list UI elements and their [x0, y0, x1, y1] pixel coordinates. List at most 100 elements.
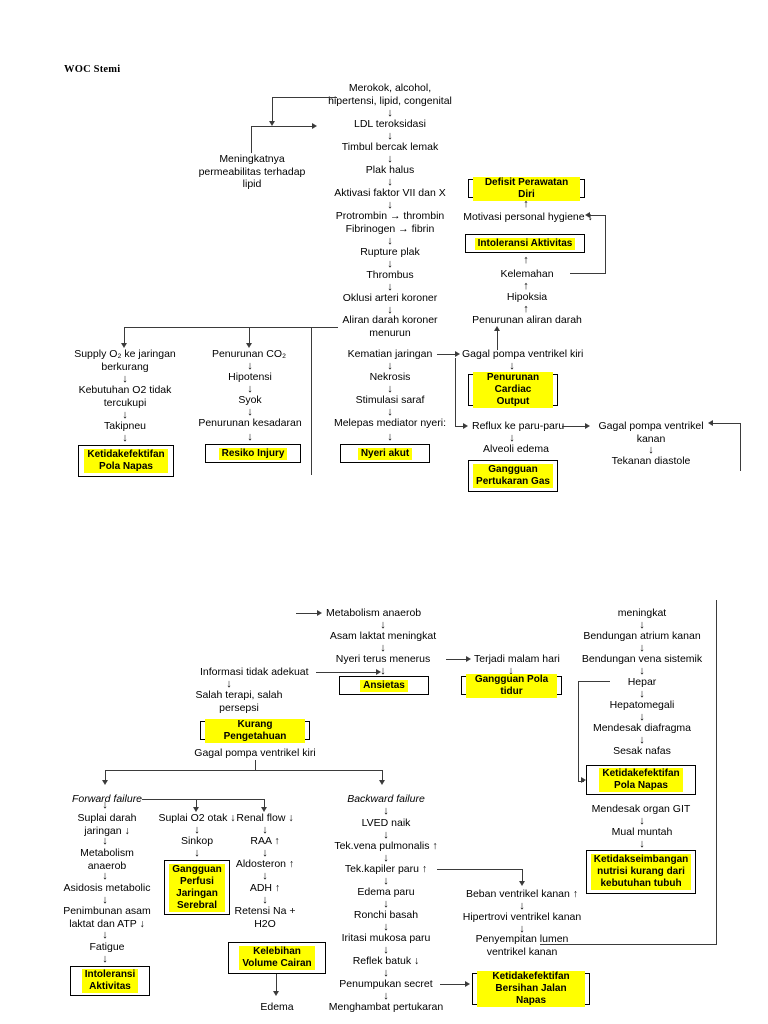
node-shock: Syok	[238, 394, 262, 406]
dx-imbalanced-nutrition: Ketidakseimbangan nutrisi kurang dari ke…	[586, 850, 696, 894]
arrow-glyph: ↓	[509, 360, 515, 372]
node-tachypnea: Takipneu	[103, 420, 147, 432]
arrow-glyph: ↓	[387, 360, 393, 372]
node-coronary-flow-decrease: Aliran darah koroner menurun	[342, 314, 438, 339]
connector	[740, 423, 742, 471]
node-anaerobic-metabolism-2: Metabolism anaerob	[80, 847, 134, 872]
arrow-head	[585, 423, 590, 429]
node-fatty-streak: Timbul bercak lemak	[341, 141, 439, 153]
node-coronary-occlusion: Oklusi arteri koroner	[342, 292, 438, 304]
node-adh: ADH ↑	[249, 882, 281, 894]
arrow-head	[376, 669, 381, 675]
arrow-glyph: ↓	[194, 847, 200, 859]
arrow-glyph: ↓	[383, 829, 389, 841]
node-right-ventricle-failure: Gagal pompa ventrikel kanan	[598, 420, 704, 445]
node-increase: meningkat	[617, 607, 667, 619]
connector	[105, 770, 107, 782]
dx-label: Intoleransi Aktivitas	[474, 237, 576, 250]
arrow-glyph: ↓	[102, 929, 108, 941]
arrow-head	[519, 881, 525, 886]
connector	[578, 681, 610, 683]
arrow-head	[317, 610, 322, 616]
node-systemic-vein-congestion: Bendungan vena sistemik	[581, 653, 703, 665]
arrow-glyph: ↓	[508, 665, 514, 677]
arrow-glyph: ↑	[523, 254, 529, 266]
arrow-glyph: ↑	[523, 280, 529, 292]
node-anaerobic-metabolism: Metabolism anaerob	[326, 607, 422, 619]
arrow-glyph: ↓	[387, 176, 393, 188]
arrow-glyph: ↓	[387, 281, 393, 293]
arrow-glyph: ↓	[380, 619, 386, 631]
node-left-ventricle-failure: Gagal pompa ventrikel kiri	[462, 348, 584, 360]
node-right-ventricle-load: Beban ventrikel kanan ↑	[465, 888, 579, 900]
connector	[716, 600, 718, 945]
arrow-glyph: ↓	[387, 431, 393, 443]
arrow-glyph: ↓	[383, 852, 389, 864]
arrow-glyph: ↓	[102, 953, 108, 965]
node-co2-decrease: Penurunan CO₂	[211, 348, 287, 360]
connector	[440, 984, 468, 986]
arrow-glyph: ↓	[639, 815, 645, 827]
arrow-glyph: ↑	[523, 198, 529, 210]
page-title: WOC Stemi	[64, 64, 121, 75]
connector	[296, 613, 318, 615]
arrow-glyph: ↓	[122, 409, 128, 421]
connector	[540, 944, 717, 946]
arrow-glyph: ↓	[262, 894, 268, 906]
arrow-glyph: ↓	[639, 642, 645, 654]
arrow-glyph: ↓	[262, 847, 268, 859]
label-backward-failure: Backward failure	[347, 793, 425, 805]
dx-fluid-volume-excess: Kelebihan Volume Cairan	[228, 942, 326, 974]
arrow-head	[379, 780, 385, 785]
connector	[522, 869, 524, 883]
arrow-glyph: ↓	[383, 898, 389, 910]
node-factor-activation: Aktivasi faktor VII dan X	[334, 187, 446, 199]
arrow-glyph: ↓	[387, 235, 393, 247]
arrow-glyph: ↓	[387, 199, 393, 211]
arrow-glyph: ↓	[639, 711, 645, 723]
label-forward-failure: Forward failure	[72, 793, 143, 805]
arrow-glyph: ↓	[262, 870, 268, 882]
arrow-glyph: ↓	[380, 665, 386, 677]
node-brain-oxygen-supply: Suplai O2 otak ↓	[158, 812, 236, 824]
arrow-head	[261, 807, 267, 812]
node-renal-flow: Renal flow ↓	[236, 812, 294, 824]
node-hypoxia: Hipoksia	[506, 291, 548, 303]
dx-label: Ketidakefektifan Bersihan Jalan Napas	[477, 971, 585, 1007]
arrow-head	[494, 326, 500, 331]
dx-label: Ketidakseimbangan nutrisi kurang dari ke…	[590, 854, 692, 890]
node-weakness: Kelemahan	[500, 268, 554, 280]
node-prothrombin: Protrombin → thrombin Fibrinogen → fibri…	[335, 210, 445, 235]
arrow-glyph: ↓	[387, 304, 393, 316]
arrow-head	[246, 343, 252, 348]
dx-label: Kelebihan Volume Cairan	[239, 946, 315, 970]
arrow-glyph: ↓	[639, 619, 645, 631]
node-metabolic-acidosis: Asidosis metabolic	[63, 882, 151, 894]
arrow-glyph: ↓	[639, 688, 645, 700]
arrow-head	[273, 991, 279, 996]
arrow-glyph: ↓	[247, 406, 253, 418]
arrow-head	[465, 981, 470, 987]
connector	[196, 799, 198, 809]
arrow-head	[466, 656, 471, 662]
node-pain-mediator: Melepas mediator nyeri:	[333, 417, 447, 429]
arrow-glyph: ↓	[383, 921, 389, 933]
arrow-head	[193, 807, 199, 812]
node-raa: RAA ↑	[250, 835, 280, 847]
connector	[124, 327, 126, 345]
node-right-atrium-congestion: Bendungan atrium kanan	[583, 630, 701, 642]
arrow-glyph: ↓	[247, 431, 253, 443]
connector	[578, 681, 580, 781]
node-left-ventricle-failure-bottom: Gagal pompa ventrikel kiri	[194, 747, 316, 759]
arrow-glyph: ↓	[383, 805, 389, 817]
connector	[605, 215, 607, 274]
dx-label: Ansietas	[360, 679, 408, 692]
arrow-glyph: ↓	[247, 383, 253, 395]
arrow-glyph: ↓	[519, 923, 525, 935]
dx-acute-pain: Nyeri akut	[340, 444, 430, 463]
node-lipid-permeability: Meningkatnya permeabilitas terhadap lipi…	[198, 153, 306, 190]
connector	[249, 327, 251, 345]
arrow-head	[581, 777, 586, 783]
dx-label: Gangguan Perfusi Jaringan Serebral	[169, 863, 225, 912]
connector	[311, 327, 313, 475]
